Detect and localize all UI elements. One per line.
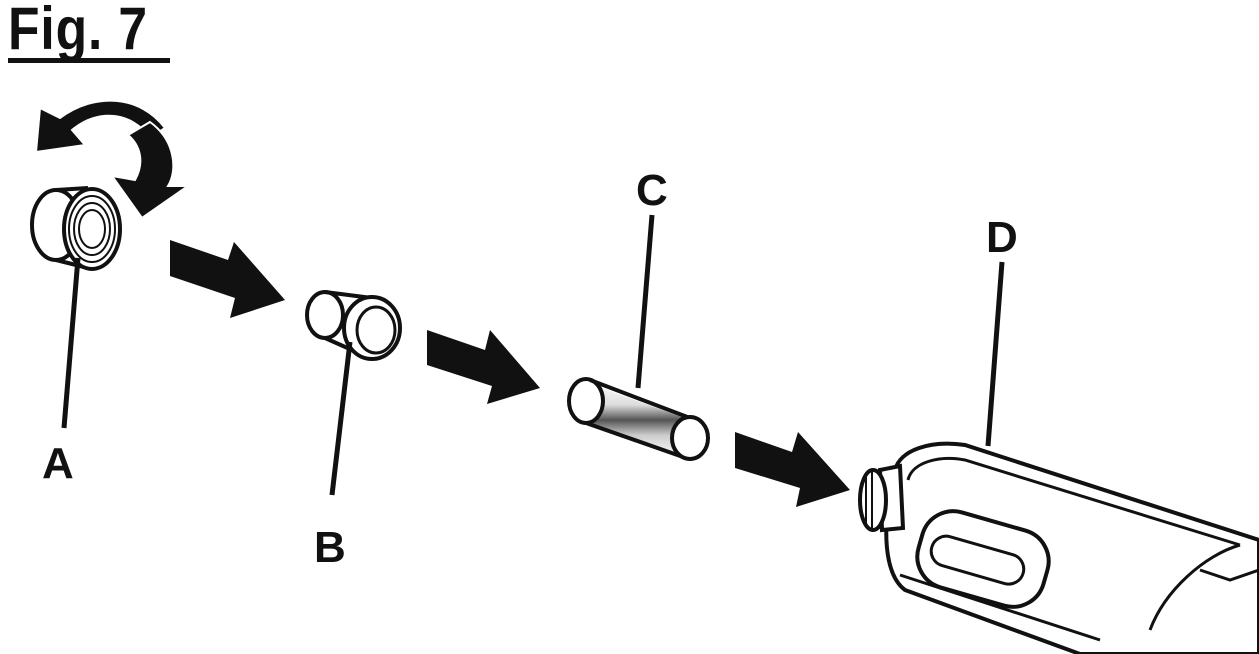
leader-line-d bbox=[985, 261, 1005, 447]
callout-d: D bbox=[986, 213, 1018, 262]
part-c-fuse bbox=[567, 377, 710, 461]
callout-c: C bbox=[636, 166, 668, 215]
arrow-right-icon bbox=[170, 240, 285, 318]
leader-line-a bbox=[61, 257, 81, 429]
leader-line-b bbox=[329, 341, 353, 496]
part-b-sleeve bbox=[305, 290, 402, 361]
callout-a: A bbox=[42, 439, 74, 488]
part-d-housing bbox=[858, 441, 1259, 654]
title-underline bbox=[8, 58, 170, 63]
callout-b: B bbox=[314, 523, 346, 572]
figure-title: Fig. 7 bbox=[8, 0, 148, 62]
arrow-right-icon bbox=[427, 330, 540, 404]
arrow-right-icon bbox=[735, 432, 850, 507]
rotate-arrow-icon bbox=[34, 99, 192, 220]
part-a-cap bbox=[30, 186, 122, 271]
leader-line-c bbox=[635, 214, 655, 389]
